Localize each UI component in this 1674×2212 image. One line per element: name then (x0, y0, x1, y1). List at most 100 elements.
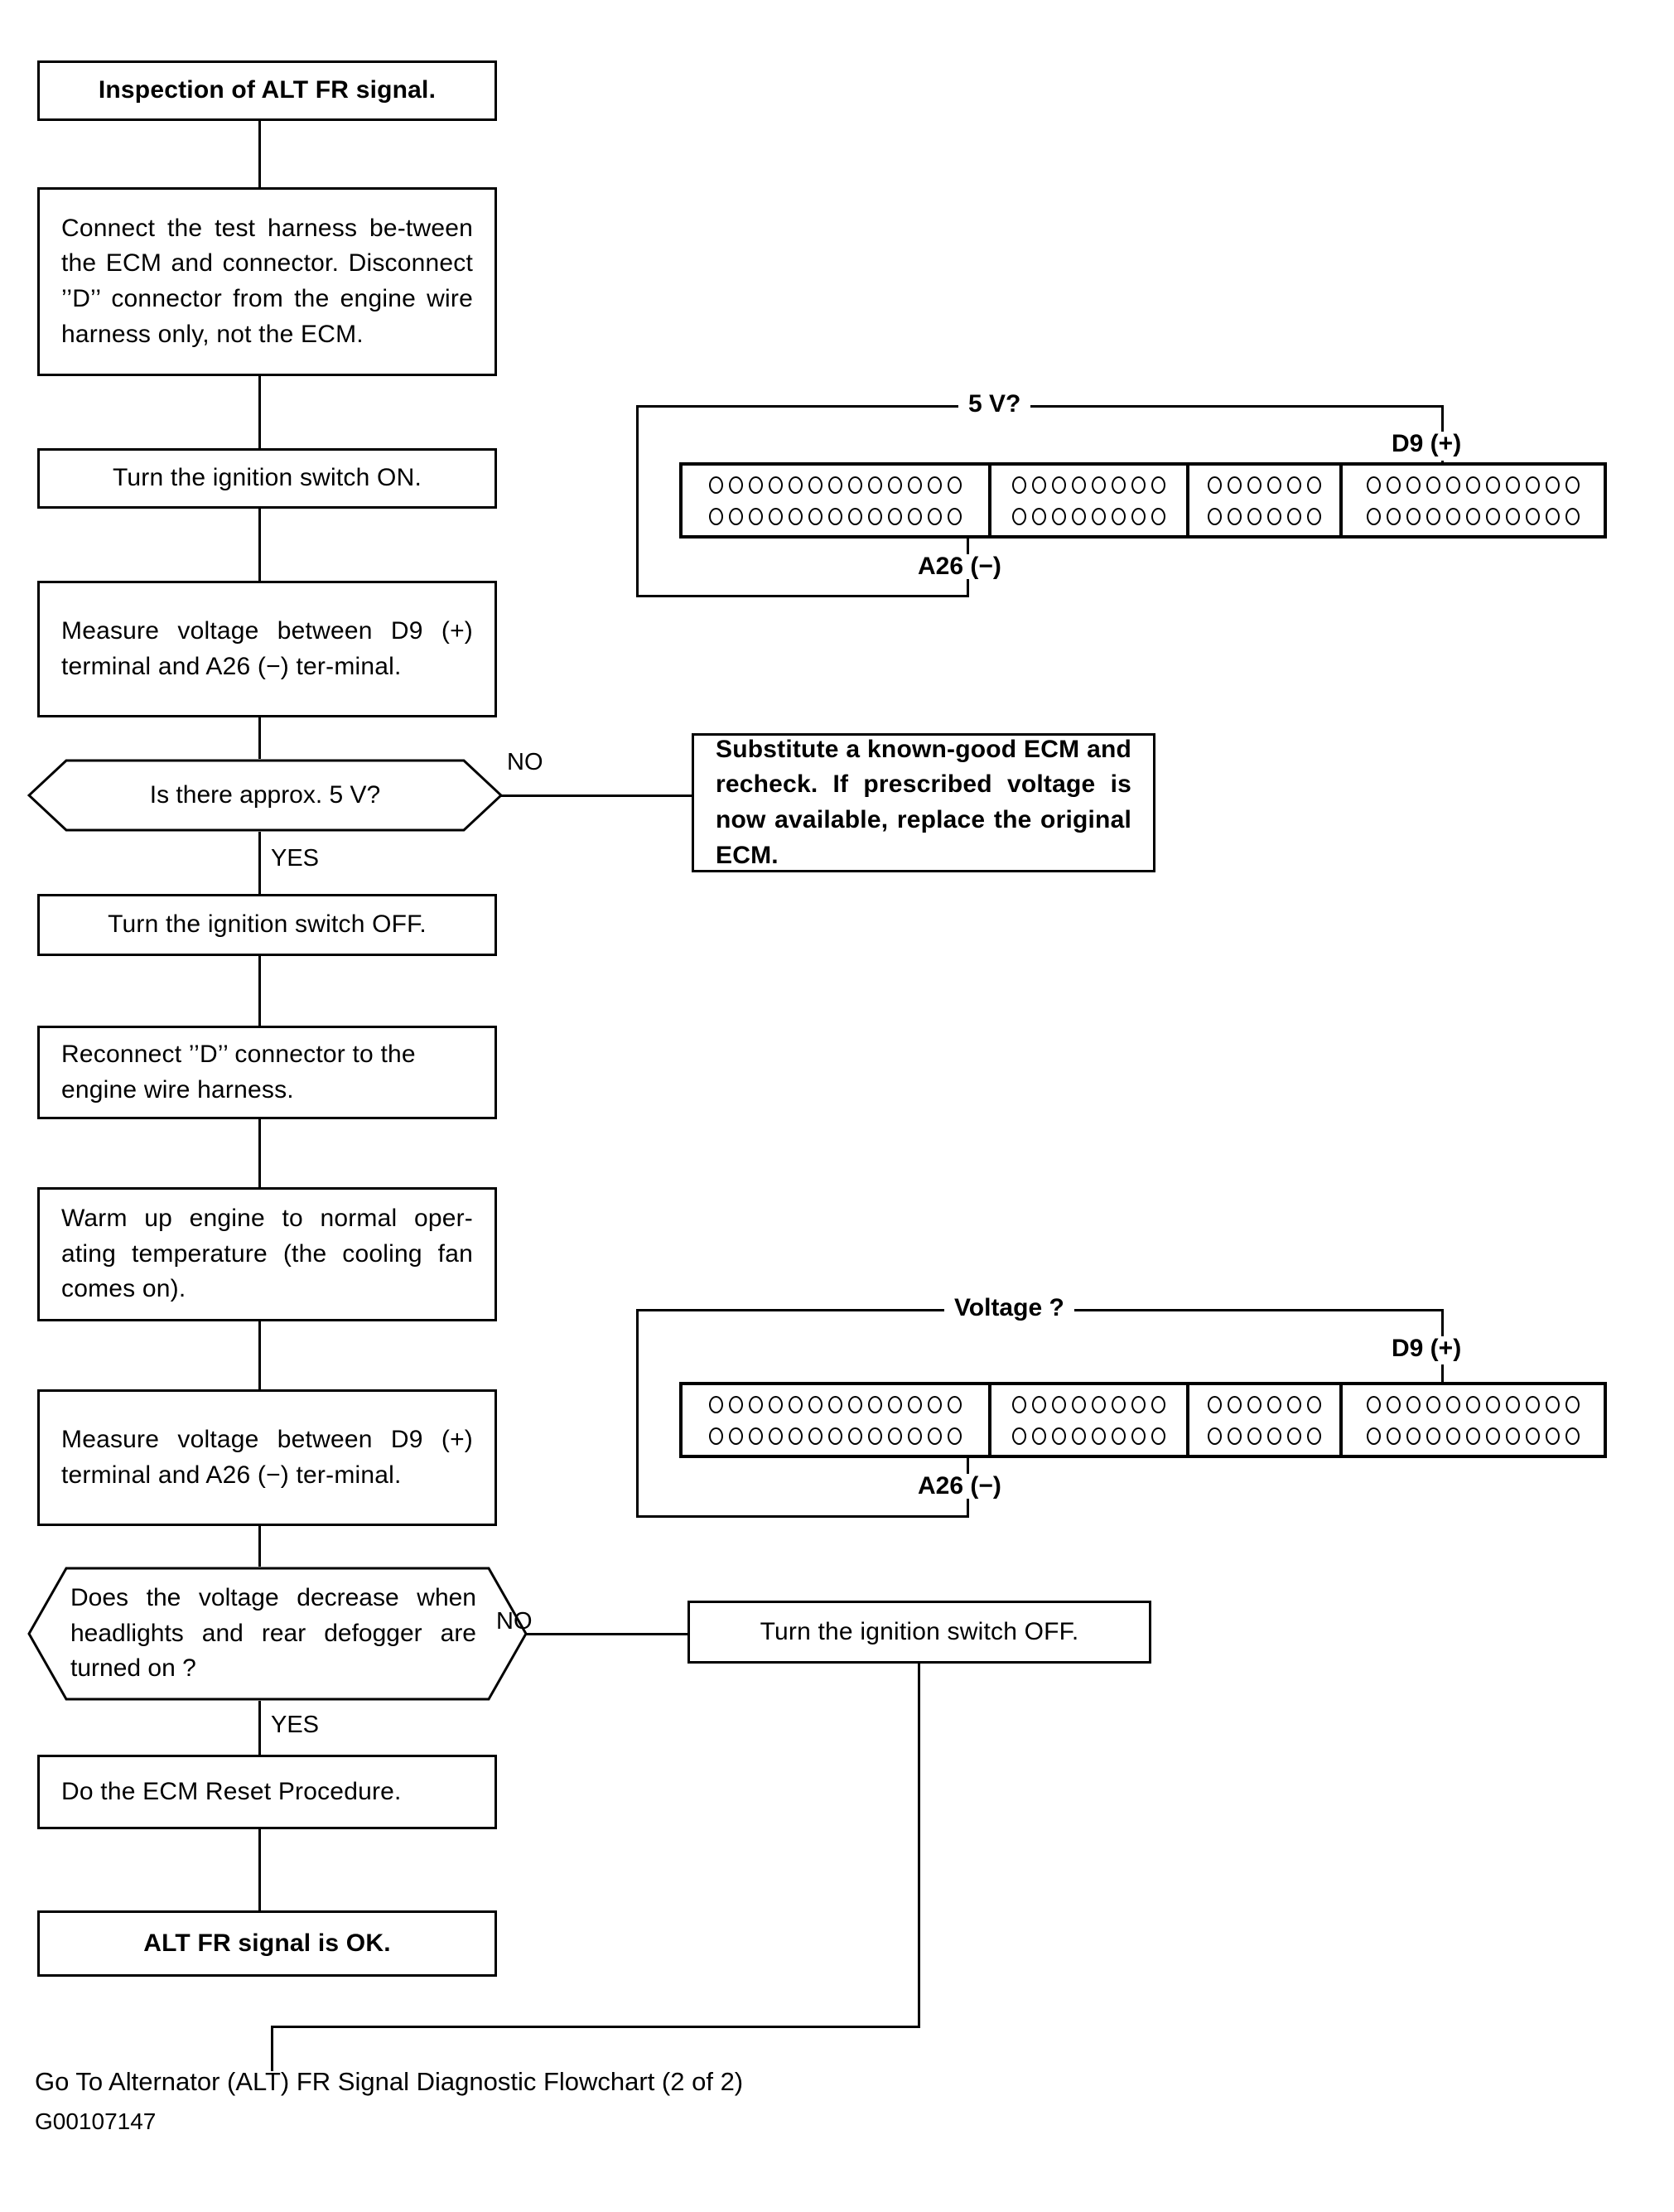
connector-pin (1011, 1427, 1026, 1445)
connector-pin (1227, 1427, 1242, 1445)
connector-pin (827, 507, 842, 525)
connector-pin (887, 507, 902, 525)
connector-pin (927, 1427, 942, 1445)
connector-pin (1366, 507, 1381, 525)
connector-pin (867, 476, 882, 494)
connector-pin (1011, 1395, 1026, 1413)
flow-node-ignition-off-1-text: Turn the ignition switch OFF. (108, 910, 427, 939)
connector-pin (1247, 1395, 1262, 1413)
connector-pin (1266, 1395, 1281, 1413)
connector-pin (927, 476, 942, 494)
measure-bracket-negative-stub-1 (967, 566, 969, 597)
connector-pin (1565, 476, 1580, 494)
connector-pin (1485, 507, 1500, 525)
connector-pin (907, 1427, 922, 1445)
connector-pin (1565, 1395, 1580, 1413)
ecm-connector-diagram-2 (679, 1382, 1607, 1458)
measure-bracket-label-2: Voltage ? (944, 1296, 1074, 1321)
connector-pin (1151, 1427, 1165, 1445)
connector-pin (708, 1395, 723, 1413)
connector-pin (847, 507, 862, 525)
connector-pin (1426, 1395, 1440, 1413)
connector-pin (1247, 1427, 1262, 1445)
decision-hexagon-shape-2 (27, 1567, 528, 1701)
connector-pin (1465, 1427, 1480, 1445)
flow-decision-voltage-decrease-text-wrap: Does the voltage decrease when headlight… (70, 1567, 476, 1701)
flow-decision-voltage-decrease: Does the voltage decrease when headlight… (27, 1567, 528, 1701)
measure-bracket-bottom-rail-1 (636, 595, 969, 597)
connector-pin (1286, 476, 1301, 494)
branch-label-yes-1: YES (271, 845, 320, 872)
connector-pin (1545, 1395, 1560, 1413)
connector-pin (768, 507, 783, 525)
connector-pin (927, 507, 942, 525)
flow-node-substitute-ecm: Substitute a known-good ECM and recheck.… (692, 733, 1155, 872)
connector-pin-row (1000, 500, 1178, 532)
connector-pin-row (691, 469, 980, 500)
connector-pin (887, 476, 902, 494)
connector-pin (947, 476, 962, 494)
connector-segment (991, 1385, 1189, 1455)
figure-id: G00107147 (35, 2108, 157, 2134)
connector-pin (1525, 507, 1540, 525)
connector-pin-row (1000, 1389, 1178, 1420)
connector-pin (887, 1395, 902, 1413)
measure-bracket-bottom-rail-2 (636, 1515, 969, 1518)
connector-pin (1386, 507, 1401, 525)
connector-line-title-to-connect (258, 121, 261, 187)
connector-pin (728, 476, 743, 494)
connector-pin (947, 1395, 962, 1413)
connector-pin (1485, 476, 1500, 494)
flow-node-reconnect-d: Reconnect ’’D’’ connector to the engine … (37, 1026, 497, 1119)
measure-bracket-left-rail-2 (636, 1309, 639, 1518)
connector-pin-row (1198, 500, 1331, 532)
connector-pin (1031, 476, 1046, 494)
connector-pin (887, 1427, 902, 1445)
measure-bracket-negative-stub-2 (967, 1485, 969, 1518)
flow-node-warm-up-engine: Warm up engine to normal oper-ating temp… (37, 1187, 497, 1321)
connector-pin (1151, 1395, 1165, 1413)
connector-pin (1091, 476, 1106, 494)
connector-pin (827, 1395, 842, 1413)
connector-pin (1485, 1395, 1500, 1413)
connector-pin (1131, 1395, 1146, 1413)
connector-pin (1465, 1395, 1480, 1413)
connector-pin (907, 1395, 922, 1413)
connector-pin (748, 507, 763, 525)
connector-pin (1465, 476, 1480, 494)
decision-hexagon-shape (27, 759, 503, 832)
connector-pin-row (1198, 1420, 1331, 1451)
connector-pin (1091, 1427, 1106, 1445)
connector-pin (1131, 507, 1146, 525)
connector-pin (768, 476, 783, 494)
connector-line-warmup-to-measure2 (258, 1321, 261, 1389)
connector-pin (1207, 476, 1222, 494)
connector-pin (728, 1395, 743, 1413)
connector-pin (1071, 507, 1086, 525)
connector-pin (1227, 476, 1242, 494)
connector-pin (808, 1395, 823, 1413)
connector-pin (1051, 507, 1066, 525)
connector-pin (1031, 1427, 1046, 1445)
connector-pin (748, 1395, 763, 1413)
connector-line-bottom-to-footer (271, 2026, 273, 2071)
connector-pin-row (1351, 1420, 1595, 1451)
flow-node-result-ok-text: ALT FR signal is OK. (143, 1929, 391, 1957)
connector-line-decision2-yes (258, 1701, 261, 1784)
connector-pin (927, 1395, 942, 1413)
connector-pin-row (1351, 500, 1595, 532)
connector-pin (1505, 476, 1520, 494)
connector-pin (1426, 1427, 1440, 1445)
footer-link[interactable]: Go To Alternator (ALT) FR Signal Diagnos… (35, 2067, 744, 2096)
connector-pin-positive (1445, 476, 1460, 494)
connector-pin (1227, 507, 1242, 525)
connector-segment (1189, 1385, 1343, 1455)
connector-pin (1266, 507, 1281, 525)
flow-node-result-ok: ALT FR signal is OK. (37, 1910, 497, 1977)
connector-pin (1151, 476, 1165, 494)
flow-node-ignition-off-2: Turn the ignition switch OFF. (687, 1601, 1151, 1664)
connector-pin (1505, 507, 1520, 525)
connector-pin (1306, 1395, 1321, 1413)
connector-pin (728, 507, 743, 525)
connector-pin-row (1000, 469, 1178, 500)
